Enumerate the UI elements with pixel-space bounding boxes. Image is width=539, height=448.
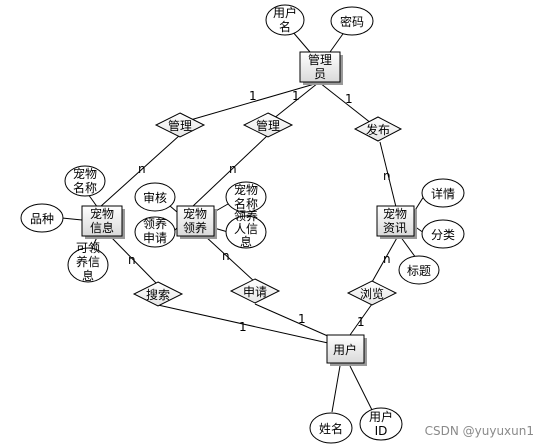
attr-review: 审核	[134, 182, 176, 212]
svg-text:名称: 名称	[234, 196, 258, 211]
attr-pet-name-1: 宠物 名称	[64, 165, 106, 197]
svg-text:ID: ID	[375, 424, 388, 438]
svg-text:领养: 领养	[143, 216, 167, 231]
attr-admin-username: 用户 名	[265, 4, 305, 36]
watermark: CSDN @yuyuxun1	[425, 424, 534, 438]
svg-text:息: 息	[82, 268, 94, 283]
edge-admin-manage2	[267, 82, 319, 124]
relationship-search: 搜索	[132, 281, 184, 307]
attr-pet-name-2: 宠物 名称	[225, 181, 267, 213]
relationship-publish: 发布	[353, 116, 403, 142]
edge-admin-manage1	[179, 82, 319, 124]
entity-label-line1: 宠物	[383, 206, 407, 221]
attr-user-name: 姓名	[309, 412, 353, 444]
svg-text:搜索: 搜索	[146, 287, 170, 302]
card-manage2-adopt: n	[229, 162, 237, 176]
entity-user: 用户	[326, 334, 367, 366]
edge-news-title	[399, 235, 417, 259]
svg-text:密码: 密码	[340, 14, 364, 29]
edge-admin-username	[291, 30, 311, 53]
card-admin-manage1: 1	[249, 89, 257, 103]
svg-text:宠物: 宠物	[73, 166, 97, 181]
card-publish-news: n	[383, 169, 391, 183]
attr-admin-password: 密码	[330, 6, 374, 36]
svg-text:分类: 分类	[431, 228, 455, 242]
svg-text:发布: 发布	[366, 122, 390, 137]
card-manage1-petinfo: n	[138, 162, 146, 176]
entity-label: 用户	[333, 342, 357, 357]
attr-adopt-apply: 领养 申请	[134, 216, 176, 248]
card-news-browse: n	[383, 252, 391, 266]
edge-browse-user	[349, 303, 373, 336]
svg-text:名: 名	[279, 19, 291, 34]
svg-text:领养: 领养	[234, 208, 258, 223]
card-browse-user: 1	[357, 315, 365, 329]
relationship-apply: 申请	[229, 278, 281, 304]
entity-label-line2: 员	[314, 67, 326, 81]
card-petinfo-search: n	[128, 253, 136, 267]
attr-title: 标题	[398, 255, 440, 285]
svg-text:用户: 用户	[273, 5, 297, 20]
svg-text:名称: 名称	[73, 180, 97, 195]
attr-adopter-info: 领养 人信 息	[225, 208, 267, 249]
svg-text:姓名: 姓名	[319, 421, 343, 436]
svg-text:管理: 管理	[168, 118, 192, 133]
svg-text:管理: 管理	[256, 118, 280, 133]
svg-text:宠物: 宠物	[234, 182, 258, 197]
relationship-browse: 浏览	[346, 280, 398, 306]
card-apply-user: 1	[298, 312, 306, 326]
svg-text:息: 息	[240, 234, 252, 249]
card-search-user: 1	[239, 320, 247, 334]
entity-label-line2: 资讯	[383, 221, 407, 235]
svg-text:审核: 审核	[143, 190, 167, 205]
svg-text:用户: 用户	[369, 409, 393, 424]
svg-text:申请: 申请	[243, 285, 267, 299]
edge-user-name	[331, 365, 341, 413]
edge-search-user	[157, 304, 329, 344]
svg-text:人信: 人信	[234, 222, 258, 236]
entity-label-line2: 信息	[90, 220, 114, 235]
entity-pet-news: 宠物 资讯	[376, 205, 417, 239]
edge-adopt-review	[169, 205, 178, 213]
svg-text:养信: 养信	[76, 254, 100, 269]
edge-adopt-apply-rel	[204, 235, 256, 283]
attr-details: 详情	[421, 178, 465, 208]
edge-user-id	[349, 365, 374, 413]
entity-admin: 管理 员	[299, 51, 343, 85]
relationship-manage-adopt: 管理	[242, 112, 294, 138]
entity-label-line1: 管理	[308, 52, 332, 67]
edge-admin-password	[329, 30, 346, 53]
edge-news-browse	[371, 235, 399, 283]
entity-pet-adopt: 宠物 领养	[176, 205, 217, 239]
entity-label-line2: 领养	[183, 220, 207, 235]
entity-pet-info: 宠物 信息	[81, 205, 125, 239]
relationship-manage-petinfo: 管理	[154, 112, 206, 138]
edge-petinfo-breed	[61, 217, 83, 221]
edge-admin-publish	[319, 82, 377, 128]
svg-text:标题: 标题	[407, 264, 431, 278]
svg-text:可领: 可领	[76, 241, 100, 255]
svg-text:详情: 详情	[431, 186, 455, 201]
card-adopt-apply: n	[222, 249, 230, 263]
edge-apply-user	[254, 303, 331, 338]
attr-user-id: 用户 ID	[359, 407, 403, 441]
attr-adoptable-info: 可领 养信 息	[67, 241, 109, 283]
svg-text:申请: 申请	[143, 231, 167, 245]
edge-manage2-adopt	[191, 134, 269, 208]
card-admin-manage2: 1	[292, 89, 300, 103]
cardinality-labels: 1 1 1 n n n n 1 n 1 n 1	[128, 89, 391, 334]
edge-publish-news	[379, 141, 397, 208]
svg-text:品种: 品种	[30, 212, 54, 226]
entity-label-line1: 宠物	[90, 206, 114, 221]
card-admin-publish: 1	[345, 92, 353, 106]
attr-breed: 品种	[20, 203, 64, 233]
svg-text:浏览: 浏览	[360, 286, 384, 301]
edge-petinfo-search	[109, 235, 159, 286]
attr-category: 分类	[421, 219, 465, 249]
edge-manage1-petinfo	[99, 134, 181, 208]
entity-label-line1: 宠物	[183, 206, 207, 221]
